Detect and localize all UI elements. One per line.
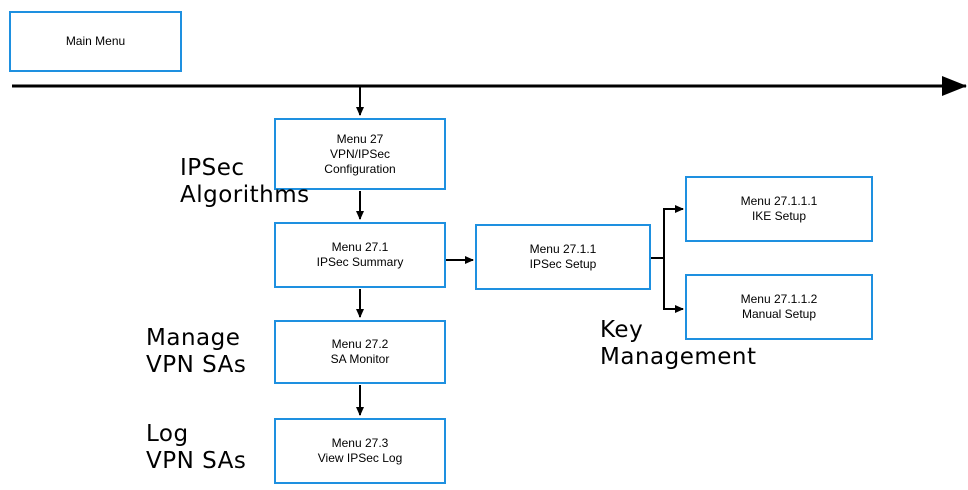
menu-27-1-1-2-subtitle: Manual Setup <box>741 307 817 321</box>
ipsec-algorithms-label: IPSec Algorithms <box>180 155 310 209</box>
key-management-line1: Key <box>600 317 644 343</box>
key-management-label: Key Management <box>600 317 757 371</box>
menu-27-3-subtitle: View IPSec Log <box>317 451 403 465</box>
log-vpn-sas-label: Log VPN SAs <box>146 421 246 475</box>
log-vpn-sas-line2: VPN SAs <box>146 448 247 474</box>
menu-27-line3: Configuration <box>324 161 396 176</box>
key-management-line2: Management <box>600 344 757 370</box>
menu-27-1-1-2-box[interactable]: Menu 27.1.1.2 Manual Setup <box>685 274 873 340</box>
menu-27-1-1-subtitle: IPSec Setup <box>529 257 597 271</box>
menu-27-1-1-1-subtitle: IKE Setup <box>751 209 807 223</box>
manage-vpn-sas-line1: Manage <box>146 325 241 351</box>
ipsec-algorithms-line2: Algorithms <box>180 182 310 208</box>
menu-27-1-1-box[interactable]: Menu 27.1.1 IPSec Setup <box>475 224 651 290</box>
menu-27-1-title: Menu 27.1 <box>331 240 389 254</box>
manage-vpn-sas-line2: VPN SAs <box>146 352 247 378</box>
menu-27-1-1-1-box[interactable]: Menu 27.1.1.1 IKE Setup <box>685 176 873 242</box>
menu-27-3-box[interactable]: Menu 27.3 View IPSec Log <box>274 418 446 484</box>
menu-27-box[interactable]: Menu 27 VPN/IPSec Configuration <box>274 118 446 190</box>
menu-27-2-subtitle: SA Monitor <box>330 352 390 366</box>
menu-27-title: Menu 27 <box>336 131 384 146</box>
menu-27-2-box[interactable]: Menu 27.2 SA Monitor <box>274 320 446 384</box>
menu-27-3-title: Menu 27.3 <box>331 436 389 450</box>
menu-27-line2: VPN/IPSec <box>329 146 391 161</box>
menu-27-1-1-title: Menu 27.1.1 <box>529 242 597 256</box>
manage-vpn-sas-label: Manage VPN SAs <box>146 325 246 379</box>
menu-27-1-1-1-title: Menu 27.1.1.1 <box>740 194 818 208</box>
main-menu-box[interactable]: Main Menu <box>9 11 182 72</box>
menu-27-1-box[interactable]: Menu 27.1 IPSec Summary <box>274 222 446 288</box>
menu-27-1-subtitle: IPSec Summary <box>316 255 404 269</box>
menu-27-1-1-2-title: Menu 27.1.1.2 <box>740 292 818 306</box>
main-menu-label: Main Menu <box>65 34 126 48</box>
log-vpn-sas-line1: Log <box>146 421 189 447</box>
menu-27-2-title: Menu 27.2 <box>331 337 389 351</box>
ipsec-algorithms-line1: IPSec <box>180 155 245 181</box>
